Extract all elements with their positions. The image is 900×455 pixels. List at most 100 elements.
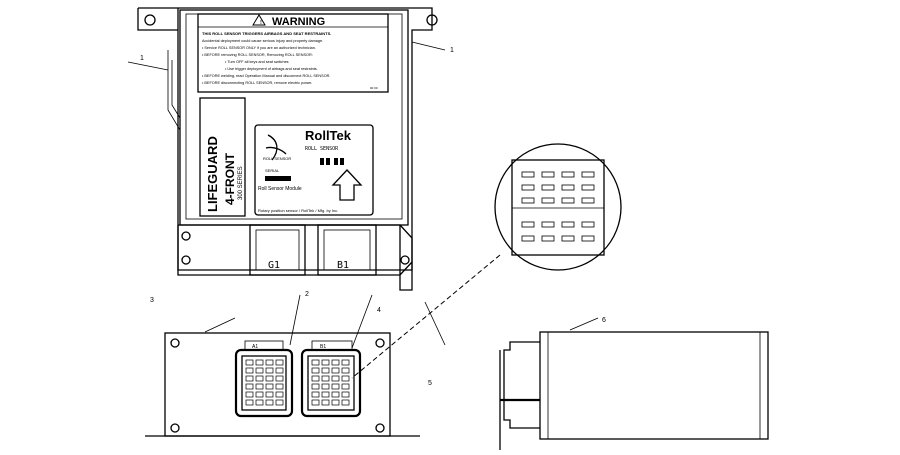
detail-connector-face [511,159,605,256]
maker-panel [254,124,374,216]
front-connector-right-inner [307,355,355,411]
maker-logo-icon [265,134,287,161]
front-pin [311,367,320,374]
front-pin [245,367,254,374]
brand-panel [199,97,246,217]
detail-pin [581,171,595,178]
brand-series: 300 SERIES [238,166,244,200]
warning-line-3: • Service ROLL SENSOR ONLY if you are an… [202,46,316,50]
detail-pin [541,221,555,228]
front-pin [275,391,284,398]
front-pin [265,391,274,398]
barcode [265,176,291,181]
detail-pin [521,171,535,178]
leader-top-right [411,41,446,51]
front-pin [255,367,264,374]
detail-pin-grid [521,171,595,242]
connector-right-inner [323,229,371,271]
maker-name: RollTek [305,128,352,143]
front-pin [245,399,254,406]
callout-top-right: 1 [450,47,454,54]
detail-leader-line [351,254,501,379]
warning-line-7: • BEFORE welding, read Operation Manual … [202,74,330,78]
front-pin [341,367,350,374]
side-view-module: 6 [499,317,769,450]
brand-model: 4-FRONT [223,152,237,205]
front-pin [311,359,320,366]
detail-pin [561,235,575,242]
front-right-label: B1 [320,344,326,350]
mounting-hole-bl-2 [181,255,191,265]
leader-side [569,317,599,331]
arrow-up-icon [331,169,363,201]
callout-side: 6 [602,317,606,324]
callout-front-left: 3 [150,297,154,304]
detail-pin [541,171,555,178]
front-view-module: A1 B1 3 2 4 5 [145,291,446,437]
front-pin [341,399,350,406]
front-pin [341,383,350,390]
front-pin [331,375,340,382]
connector-left-inner [255,229,300,271]
detail-pin [541,197,555,204]
warning-line-5: • Turn OFF all keys and seat switches [225,60,289,64]
product-line: Roll Sensor Module [258,186,302,192]
detail-pin [561,221,575,228]
front-pin [331,367,340,374]
bottom-flange [177,224,413,271]
front-body [164,332,391,437]
front-connector-left-latch [244,340,284,351]
warning-line-8: • BEFORE disconnecting ROLL SENSOR, remo… [202,81,312,85]
front-pin [245,391,254,398]
front-pin [341,359,350,366]
front-connector-right [300,348,362,418]
detail-pin [521,235,535,242]
front-pin [275,383,284,390]
left-ear [137,8,178,31]
front-pin [275,367,284,374]
front-pin [245,375,254,382]
mounting-hole-top-left [144,14,156,26]
front-pin [321,391,330,398]
front-pin [341,375,350,382]
side-connector-profile [503,341,540,429]
front-pin [255,375,264,382]
warning-line-2: Accidental deployment could cause seriou… [202,39,323,43]
front-pin-grid [245,359,350,406]
mounting-hole-bl-1 [181,231,191,241]
front-pin [275,359,284,366]
detail-pin [541,235,555,242]
detail-pin [521,221,535,228]
svg-text:!: ! [260,20,262,26]
front-pin [265,399,274,406]
mounting-hole-top-right [426,14,438,26]
front-pin [265,383,274,390]
front-pin [275,399,284,406]
front-pin [275,375,284,382]
maker-footer: Rotary position sensor / RollTek / Mfg. … [258,208,338,213]
connector-left-label: G1 [268,260,280,271]
top-flange-outline [138,7,433,291]
cable-left-2 [171,60,181,119]
front-pin [331,399,340,406]
warning-triangle-icon [252,14,266,26]
connector-right-housing [317,224,377,276]
front-pin [321,399,330,406]
callout-front-far: 5 [428,380,432,387]
connector-left-housing [249,224,306,276]
front-pin [311,375,320,382]
front-pin [245,359,254,366]
front-pin [255,391,264,398]
top-view-module: ! WARNING THIS ROLL SENSOR TRIGGERS AIRB… [127,7,454,291]
detail-view-circle [494,143,622,271]
leader-top-left [127,61,169,71]
front-pin [331,383,340,390]
detail-pin [521,184,535,191]
front-left-label: A1 [252,344,258,350]
front-pin [255,383,264,390]
warning-line-6: • Use trigger deployment of airbags and … [225,67,318,71]
detail-pin [561,197,575,204]
front-pin [255,399,264,406]
warning-title: WARNING [272,16,325,28]
